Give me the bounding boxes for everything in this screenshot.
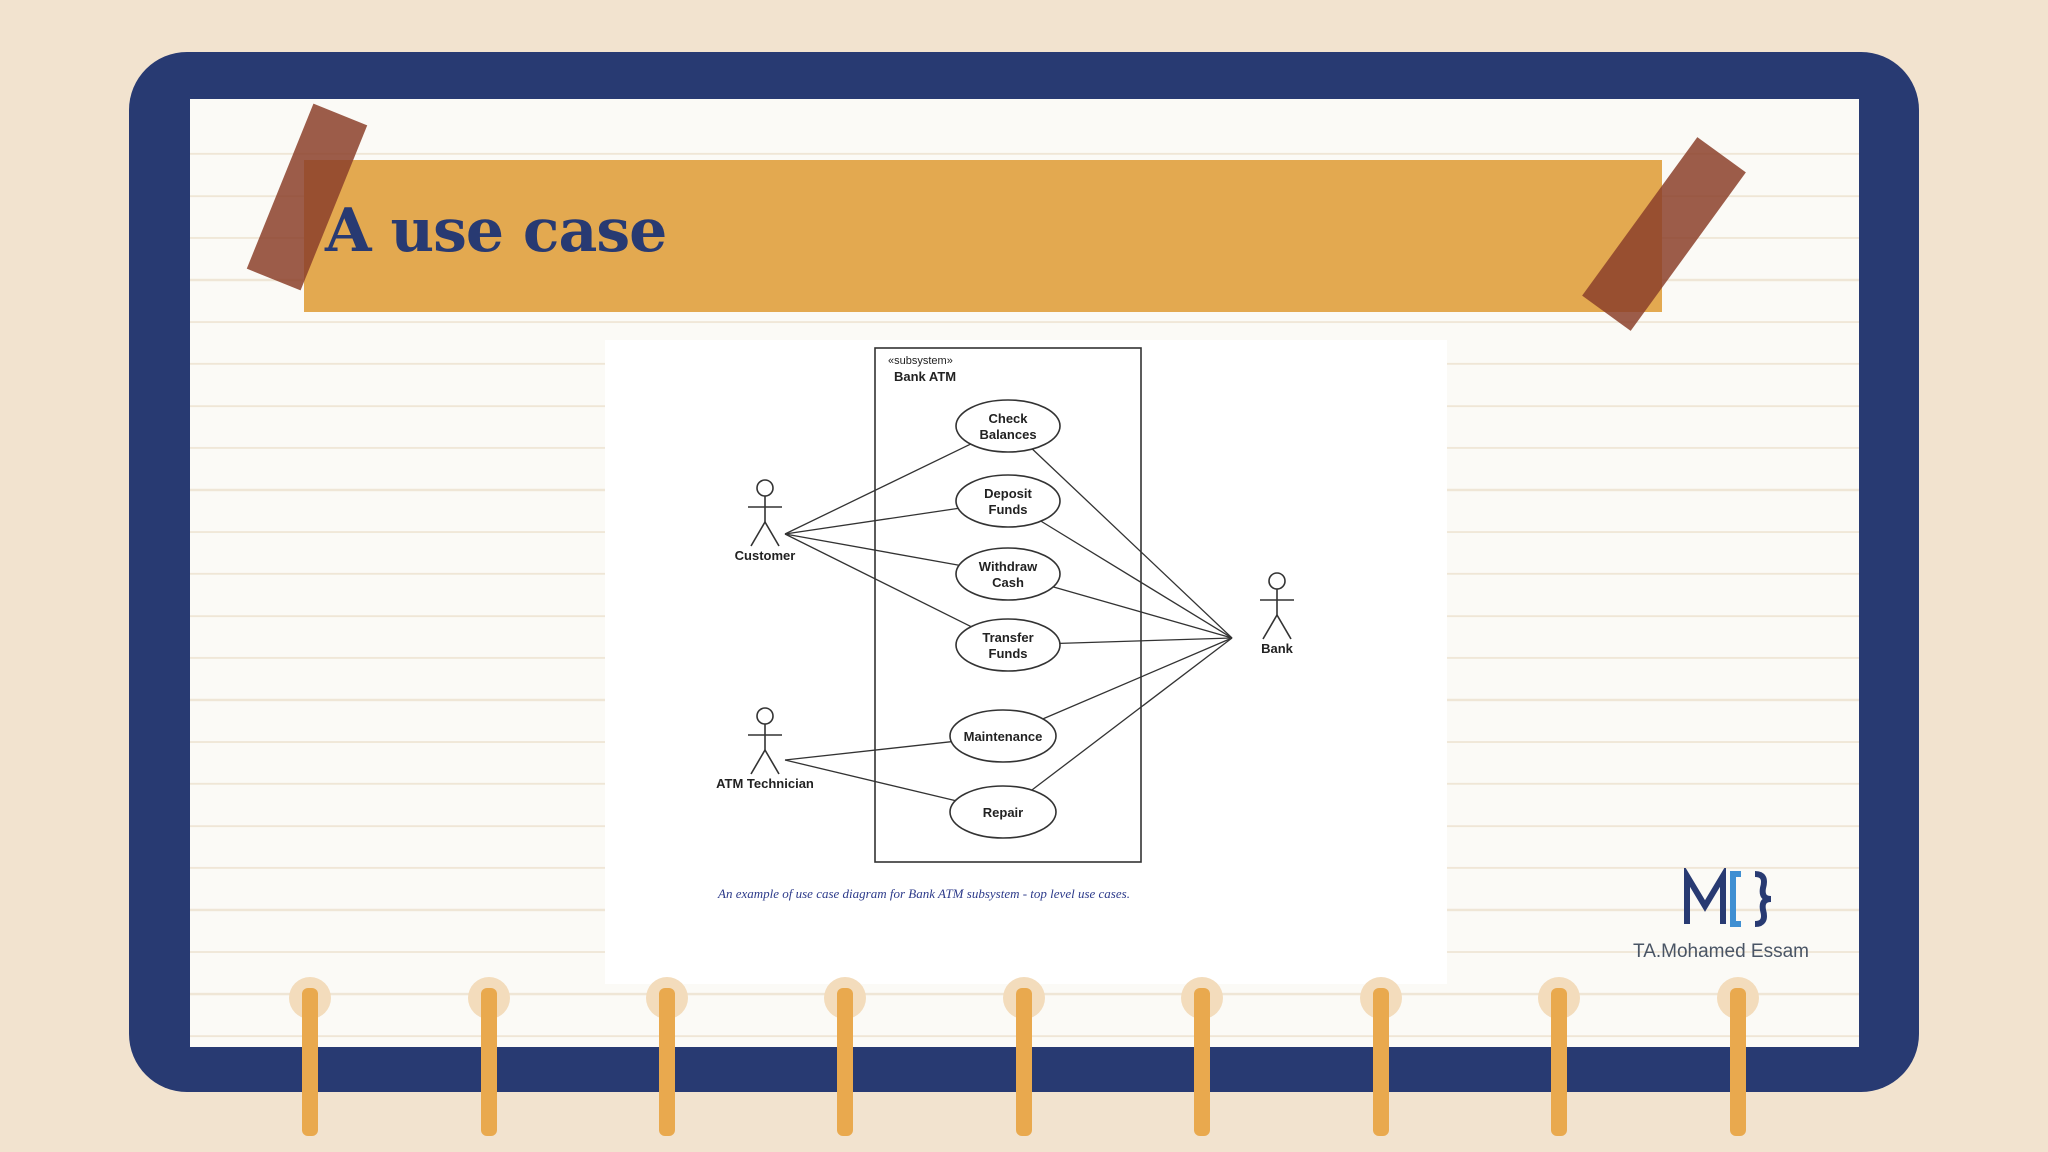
binder-ring [659,988,675,1136]
actor-leg [1262,614,1278,640]
binder-ring [1016,988,1032,1136]
use-case-label: Funds [989,502,1028,517]
association-customer-check [784,443,971,535]
actor-label: Customer [735,548,796,563]
use-case-ellipse [955,399,1061,453]
association-technician-repair [784,759,956,802]
binder-ring [481,988,497,1136]
use-case-ellipse [949,785,1057,839]
use-case-maintenance: Maintenance [949,709,1057,763]
actor-bank: Bank [1260,572,1294,656]
association-bank-maintenance [1042,637,1233,720]
use-case-label: Funds [989,646,1028,661]
association-bank-repair [1031,637,1233,791]
use-case-label: Repair [983,805,1023,820]
associations [784,443,1233,802]
association-technician-maintenance [784,741,952,761]
actor-head [756,707,774,725]
use-case-label: Cash [992,575,1024,590]
title-banner [304,160,1662,312]
system-stereotype: «subsystem» [888,355,953,367]
use-case-repair: Repair [949,785,1057,839]
code-brace-logo-icon [1684,868,1772,927]
binder-ring [1551,988,1567,1136]
actor-leg [750,521,766,547]
diagram-canvas: «subsystem» Bank ATM CheckBalancesDeposi… [716,347,1294,901]
use-case-label: Balances [979,427,1036,442]
use-case-label: Deposit [984,486,1032,501]
use-case-ellipse [955,618,1061,672]
slide-title: A use case [325,196,667,266]
use-case-ellipse [955,474,1061,528]
association-bank-deposit [1040,520,1233,639]
actor-leg [1276,614,1292,640]
use-cases: CheckBalancesDepositFundsWithdrawCashTra… [949,399,1061,839]
association-customer-transfer [784,533,972,628]
association-bank-check [1031,448,1233,639]
use-case-ellipse [949,709,1057,763]
actor-label: ATM Technician [716,776,814,791]
use-case-label: Transfer [982,630,1033,645]
actor-head [756,479,774,497]
association-bank-transfer [1059,637,1233,645]
actor-customer: Customer [735,479,796,563]
use-case-label: Maintenance [964,729,1043,744]
actor-leg [764,749,780,775]
association-customer-withdraw [784,533,960,566]
association-bank-withdraw [1052,586,1233,639]
actor-head [1268,572,1286,590]
binder-ring [1730,988,1746,1136]
actor-label: Bank [1261,641,1294,656]
use-case-label: Check [988,411,1028,426]
binder-ring [837,988,853,1136]
actor-leg [764,521,780,547]
binder-ring [1194,988,1210,1136]
author-name: TA.Mohamed Essam [1633,941,1809,962]
actor-leg [750,749,766,775]
use-case-ellipse [955,547,1061,601]
binder-ring [302,988,318,1136]
use-case-label: Withdraw [979,559,1038,574]
system-name: Bank ATM [894,369,956,384]
association-customer-deposit [784,507,959,535]
system-boundary [874,347,1142,863]
diagram-caption: An example of use case diagram for Bank … [717,886,1130,901]
binder-ring [1373,988,1389,1136]
actor-technician: ATM Technician [716,707,814,791]
